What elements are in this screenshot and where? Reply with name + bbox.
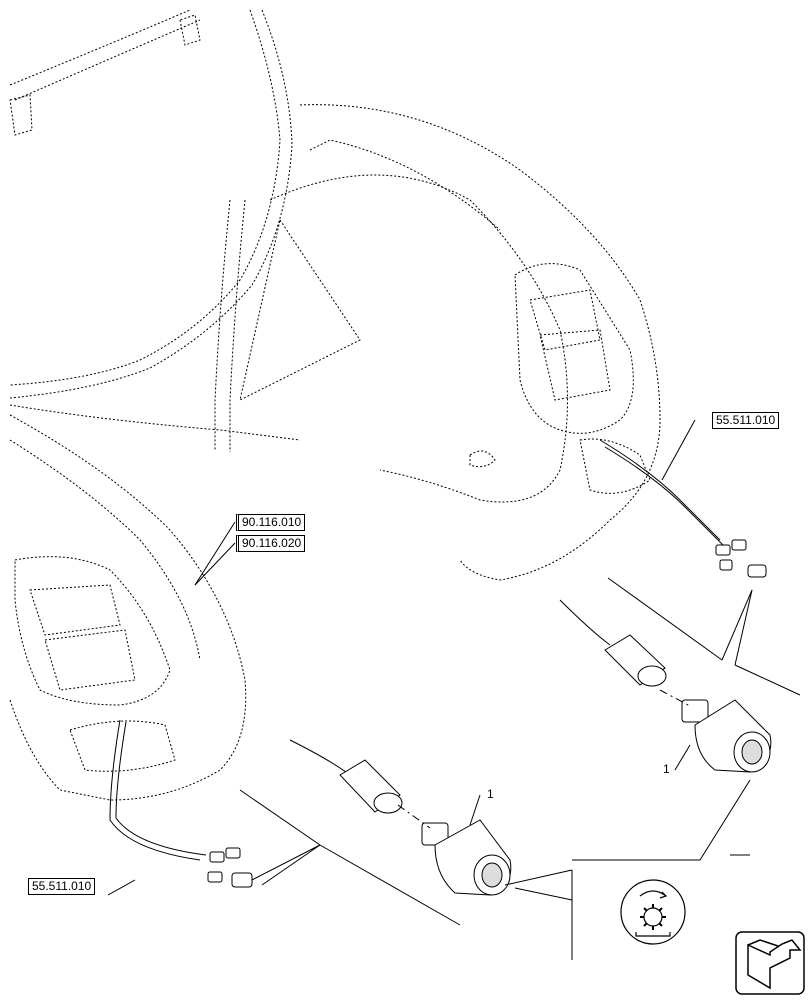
- right-fender: [239, 104, 661, 581]
- reference-bottom-left[interactable]: 55.511.010: [28, 878, 96, 895]
- right-sleeve: [604, 634, 667, 687]
- left-fender: [9, 414, 247, 801]
- center-sleeve: [339, 759, 403, 814]
- reference-mid-left-b[interactable]: 90.116.020: [236, 535, 306, 552]
- cab-frame: [9, 9, 301, 452]
- reference-mid-left-a[interactable]: 90.116.010: [236, 514, 306, 531]
- return-arrow-icon[interactable]: [735, 931, 805, 995]
- center-switch: [421, 819, 512, 896]
- left-connector-pair: [207, 847, 253, 888]
- right-harness: [599, 439, 721, 541]
- callout-part-right: 1: [663, 762, 670, 776]
- left-harness: [109, 719, 201, 861]
- rotary-switch-icon: [620, 879, 686, 945]
- right-switch: [681, 699, 772, 773]
- right-connector-pair: [715, 539, 767, 578]
- callout-part-center: 1: [487, 787, 494, 801]
- reference-top-right[interactable]: 55.511.010: [712, 412, 780, 429]
